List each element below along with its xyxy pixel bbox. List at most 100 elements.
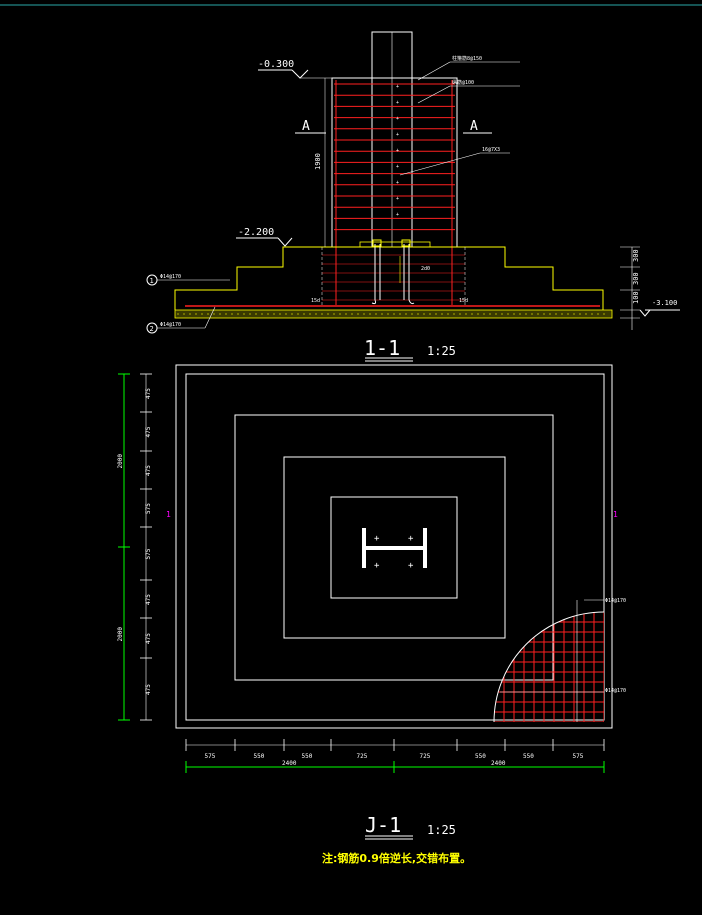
hatch-dot [327, 313, 329, 315]
left-dim-label: 475 [145, 426, 152, 437]
hatch-dot [381, 313, 383, 315]
left-dim-label: 575 [145, 503, 152, 514]
elevation-base-label: -2.200 [238, 227, 274, 238]
bottom-dim-label: 550 [523, 753, 534, 760]
hatch-dot [489, 313, 491, 315]
hatch-dot [321, 313, 323, 315]
stud-mark: + [396, 212, 399, 218]
stud-mark: + [396, 132, 399, 138]
section-1-1: +++++++++ [146, 31, 680, 362]
hatch-dot [243, 313, 245, 315]
plan-footing-edge [185, 373, 605, 721]
hatch-dot [183, 313, 185, 315]
hatch-dot [393, 313, 395, 315]
elevation-top-label: -0.300 [258, 59, 294, 70]
bottom-total-label: 2400 [491, 760, 506, 767]
hatch-dot [303, 313, 305, 315]
callout-2: 2 Φ14@170 [146, 306, 216, 334]
hatch-dot [387, 313, 389, 315]
hatch-dot [291, 313, 293, 315]
hatch-dot [465, 313, 467, 315]
hatch-dot [525, 313, 527, 315]
elevation-top: -0.300 [258, 59, 332, 79]
bottom-dim-label: 725 [420, 753, 431, 760]
bend-right-label: 15d [459, 298, 468, 304]
hatch-dot [279, 313, 281, 315]
hatch-dot [549, 313, 551, 315]
hatch-dot [405, 313, 407, 315]
hatch-dot [567, 313, 569, 315]
hatch-dot [219, 313, 221, 315]
hatch-dot [441, 313, 443, 315]
bend-left-label: 15d [311, 298, 320, 304]
stud-mark: + [396, 164, 399, 170]
left-dim-label: 475 [145, 465, 152, 476]
drawing-note: 注:钢筋0.9倍逆长,交错布置。 [322, 851, 471, 865]
dim-rebar-length: 2d0 [421, 266, 430, 272]
blinding-hatch [177, 313, 605, 315]
plan-rebar-mesh [494, 612, 604, 722]
svg-text:+: + [408, 561, 414, 571]
hatch-dot [453, 313, 455, 315]
footing-outline [174, 246, 604, 310]
svg-text:2: 2 [150, 325, 154, 333]
hatch-dot [429, 313, 431, 315]
hatch-dot [507, 313, 509, 315]
elevation-bottom: -3.100 [639, 299, 680, 317]
bottom-dim-label: 550 [254, 753, 265, 760]
dim-right-2: 300 [632, 272, 640, 285]
plan-j-1: + + + + Φ14@170 Φ14@170 1 1 475475475575… [117, 364, 626, 840]
hatch-dot [597, 313, 599, 315]
hatch-dot [309, 313, 311, 315]
left-dim-label: 475 [145, 388, 152, 399]
hatch-dot [495, 313, 497, 315]
hatch-dot [513, 313, 515, 315]
hatch-dot [285, 313, 287, 315]
rebar-leaders: 柱箍筋8@150 纵筋@100 16@7X3 [399, 55, 520, 176]
cut-mark-right-label: A [470, 119, 478, 134]
hatch-dot [297, 313, 299, 315]
pedestal-stirrups: +++++++++ [322, 83, 465, 301]
cut-mark-right: A [463, 119, 492, 134]
hatch-dot [555, 313, 557, 315]
hatch-dot [579, 313, 581, 315]
bottom-dim-label: 725 [357, 753, 368, 760]
hatch-dot [561, 313, 563, 315]
hatch-dot [177, 313, 179, 315]
section-scale: 1:25 [427, 344, 456, 358]
hatch-dot [315, 313, 317, 315]
bottom-dim-label: 575 [205, 753, 216, 760]
bottom-dim-label: 550 [475, 753, 486, 760]
stud-mark: + [396, 148, 399, 154]
hatch-dot [423, 313, 425, 315]
dim-right-1: 300 [632, 249, 640, 262]
hatch-dot [519, 313, 521, 315]
cut-mark-left: A [295, 119, 326, 134]
plan-step-2 [234, 414, 554, 681]
stud-mark: + [396, 84, 399, 90]
plan-title: J-1 [365, 813, 401, 837]
svg-text:1: 1 [150, 277, 154, 285]
right-dimension-chain: 300 300 100 [620, 246, 640, 330]
callout-2-text: Φ14@170 [160, 322, 181, 328]
hatch-dot [375, 313, 377, 315]
left-total-label: 2000 [117, 454, 124, 469]
hatch-dot [351, 313, 353, 315]
plan-outer-step [175, 364, 613, 729]
section-title: 1-1 [364, 336, 400, 360]
hatch-dot [267, 313, 269, 315]
plan-rebar-bottom-label: Φ14@170 [605, 688, 626, 694]
hatch-dot [477, 313, 479, 315]
elevation-bottom-label: -3.100 [652, 299, 677, 307]
hatch-dot [201, 313, 203, 315]
hatch-dot [591, 313, 593, 315]
left-dim-label: 575 [145, 548, 152, 559]
stud-mark: + [396, 196, 399, 202]
bolt-label: 16@7X3 [482, 147, 500, 153]
stud-mark: + [396, 116, 399, 122]
plan-section-mark-right: 1 [613, 510, 618, 519]
hatch-dot [261, 313, 263, 315]
